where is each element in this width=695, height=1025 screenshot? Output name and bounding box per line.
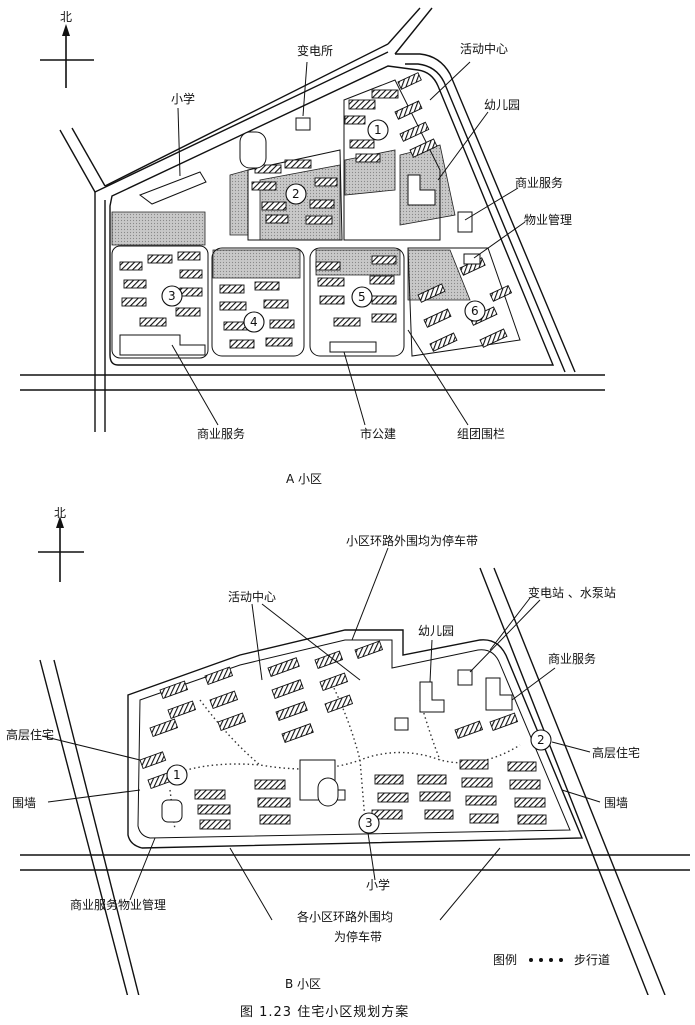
label-cluster-fence: 组团围栏 [457,427,506,441]
site-boundary-a [109,65,555,366]
loop-road-b [137,639,571,839]
label-parking-north: 小区环路外围均为停车带 [346,534,479,548]
cluster-number: 4 [250,315,258,329]
cluster-number: 1 [173,768,181,782]
public-buildings-a [119,117,481,356]
north-label-a: 北 [60,10,73,24]
plan-b-map [20,516,690,995]
cluster-number: 2 [537,733,545,747]
label-commercial-property: 商业服务物业管理 [70,898,167,912]
leaders-a [171,61,526,426]
label-parking-south-1: 各小区环路外围均 [297,910,394,924]
north-label-b: 北 [54,506,67,520]
label-commercial-service-s: 商业服务 [197,427,246,441]
cluster-markers-a [161,119,486,333]
north-arrow-a [40,24,94,88]
label-substation: 变电所 [297,44,334,58]
cluster-number: 2 [292,187,300,201]
label-highrise-west: 高层住宅 [6,728,55,742]
label-substation-pump: 变电站 、水泵站 [528,586,616,600]
cluster-markers-b [166,729,552,834]
site-boundary-b [127,629,584,849]
cluster-number: 1 [374,123,382,137]
label-wall-east: 围墙 [604,796,629,810]
label-wall-west: 围墙 [12,796,37,810]
cluster-roads-a [111,79,521,359]
label-activity-center-b: 活动中心 [228,590,277,604]
label-commercial-service-b: 商业服务 [548,652,597,666]
cluster-number: 5 [358,290,366,304]
label-primary-school-b: 小学 [366,878,391,892]
cluster-number: 3 [365,816,373,830]
label-activity-center-a: 活动中心 [460,42,509,56]
cluster-number: 3 [168,289,176,303]
cluster-number: 6 [471,304,479,318]
label-parking-south-2: 为停车带 [334,930,383,944]
plan-b-caption: B 小区 [285,977,322,991]
legend-item-label: 步行道 [574,953,611,967]
north-arrow-b [38,516,84,582]
label-primary-school-a: 小学 [171,92,196,106]
legend-title: 图例 [493,953,518,967]
label-kindergarten-a: 幼儿园 [484,98,521,112]
label-kindergarten-b: 幼儿园 [418,624,455,638]
label-highrise-east: 高层住宅 [592,746,641,760]
label-commercial-service-ne: 商业服务 [515,176,564,190]
plan-a-map [20,7,605,432]
label-public-building: 市公建 [360,427,397,441]
buildings-b [139,640,547,830]
roads-a [20,7,605,432]
label-property-management: 物业管理 [524,213,573,227]
leaders-b [41,547,601,921]
roads-b [20,567,690,995]
figure-caption: 图 1.23 住宅小区规划方案 [240,1005,410,1020]
public-buildings-b [161,669,513,823]
plan-a-caption: A 小区 [286,472,323,486]
legend-swatch [529,958,563,962]
